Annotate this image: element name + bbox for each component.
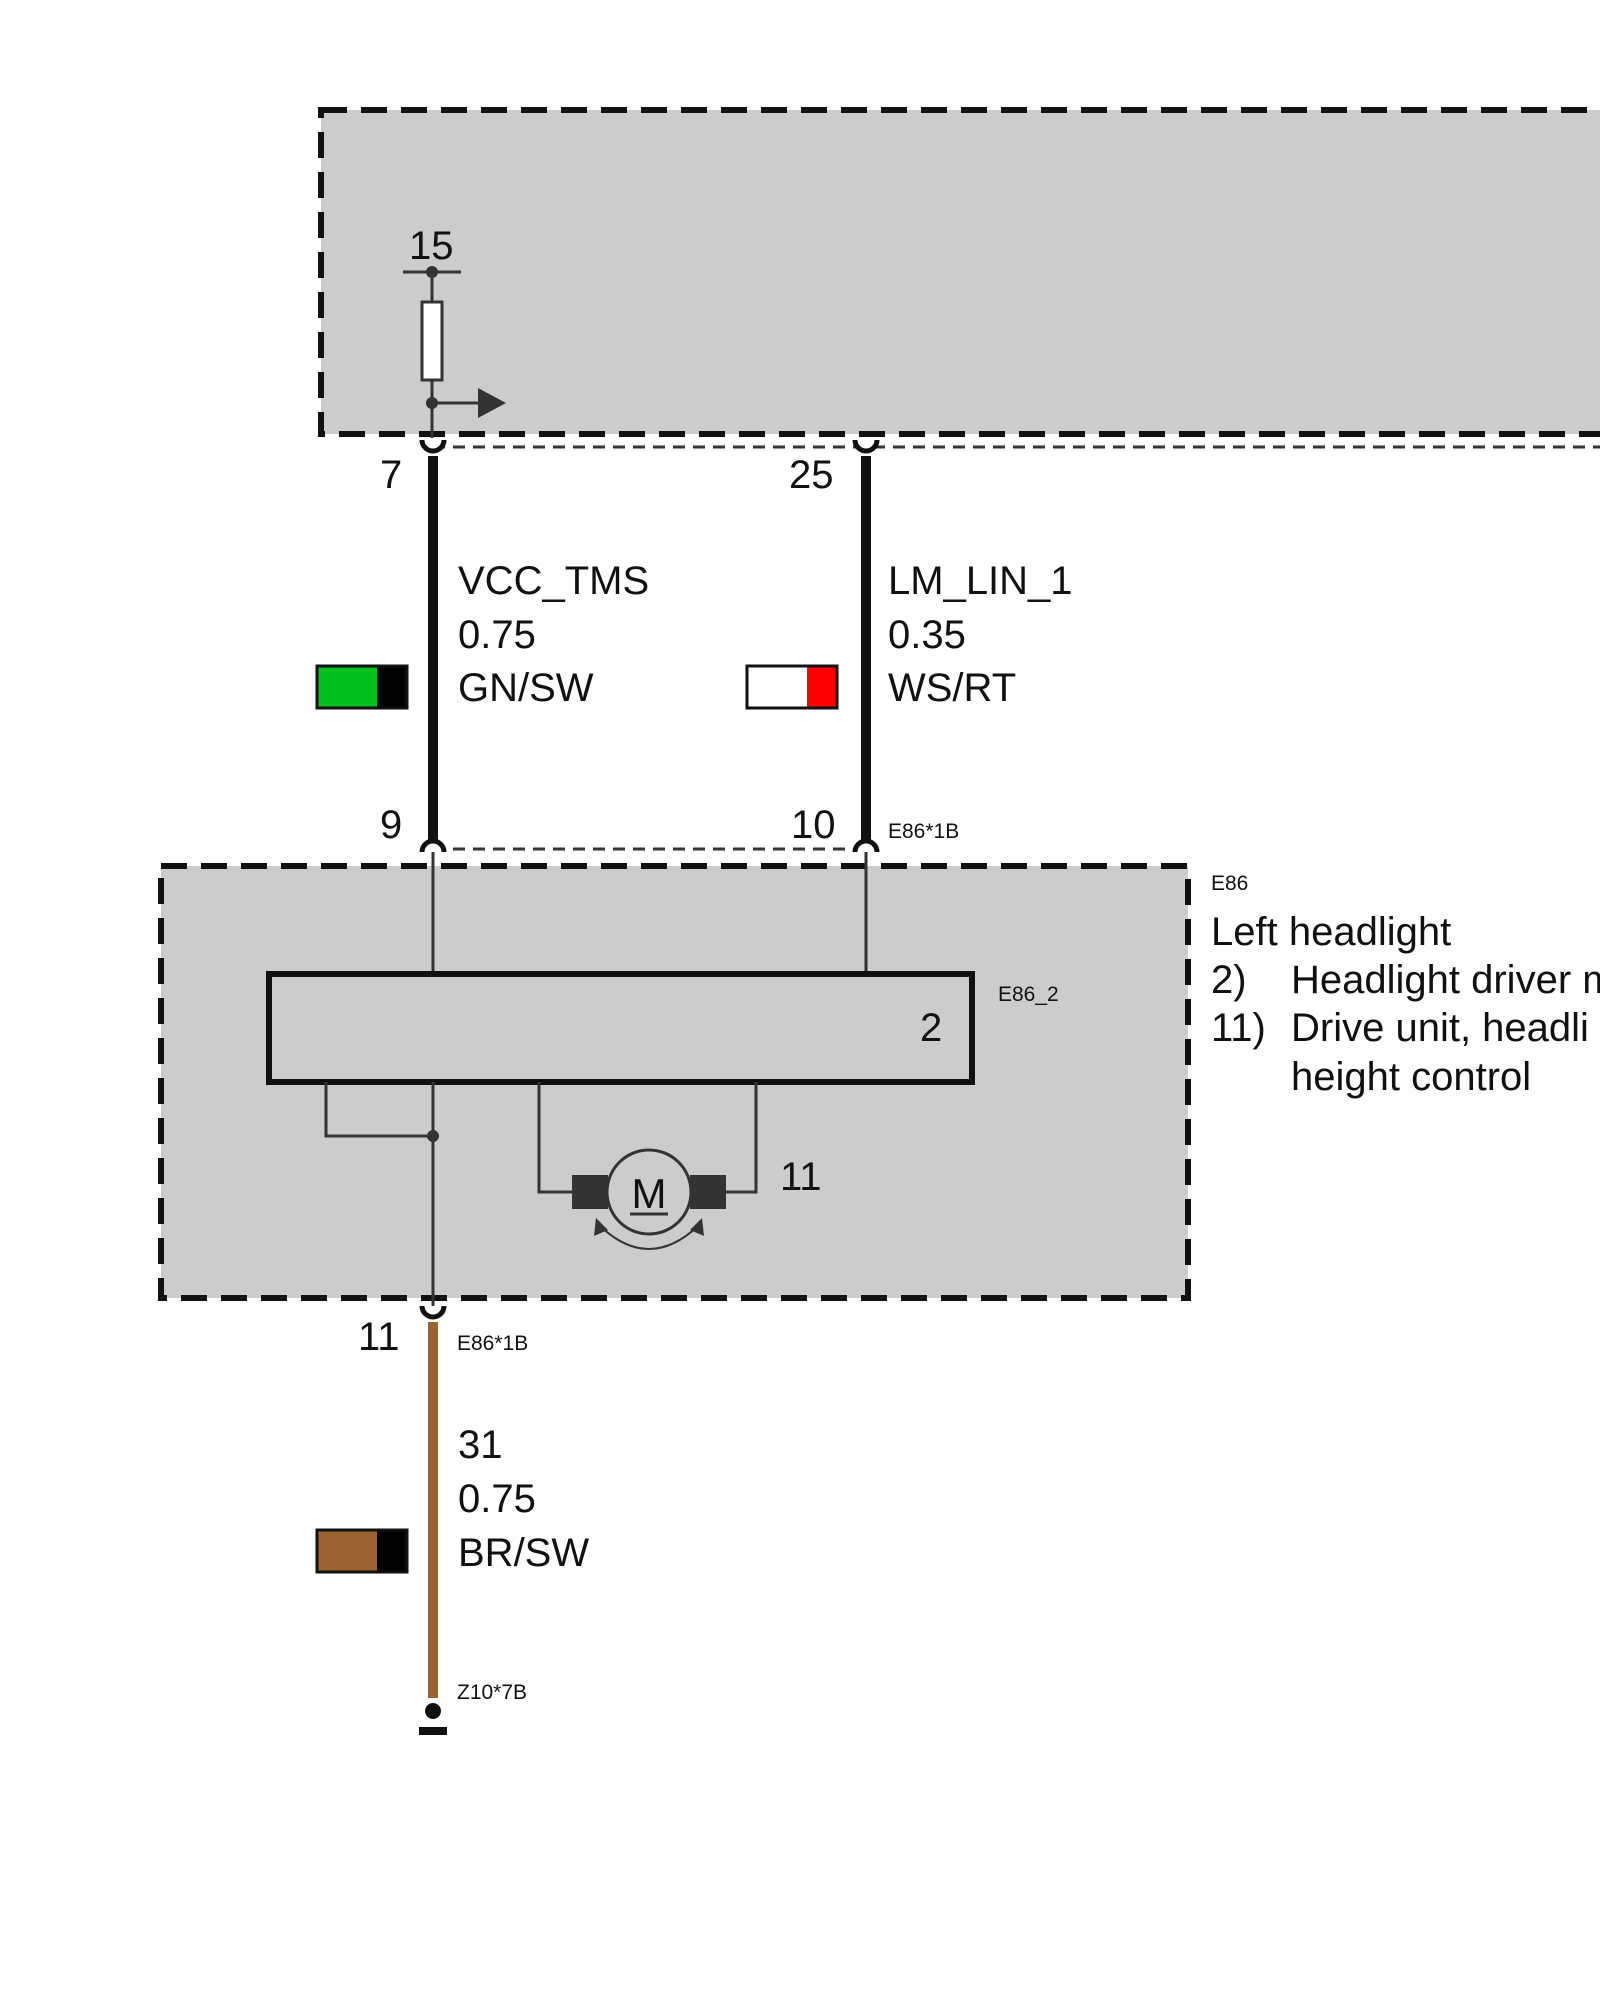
legend-item-text: Drive unit, headli (1291, 1006, 1589, 1050)
wire-signal-name: VCC_TMS (458, 559, 649, 603)
ground-bar (419, 1727, 447, 1735)
driver-module-number: 2 (920, 1006, 942, 1050)
wire-signal-name: LM_LIN_1 (888, 559, 1073, 603)
ground-internal-line (324, 1082, 433, 1138)
signal-arrow-icon (478, 388, 506, 418)
wire-color-code: WS/RT (888, 666, 1016, 710)
resistor-symbol (420, 300, 444, 382)
wire-color-swatch (315, 664, 409, 710)
legend: Left headlight 2) Headlight driver m 11)… (1211, 910, 1600, 1099)
wire-lm-lin-1: 25 10 LM_LIN_1 0.35 WS/RT E86*1B (745, 439, 1073, 853)
motor-lead-right (724, 1082, 758, 1194)
motor-icon: M (572, 1148, 726, 1250)
headlight-assembly: 2 E86_2 M 11 E86 (158, 847, 1248, 1308)
pin-socket-11 (419, 1305, 447, 1320)
wire-color-swatch (745, 664, 839, 710)
pin-socket-9 (419, 838, 447, 853)
driver-module-code: E86_2 (998, 983, 1059, 1006)
legend-item-num: 2) (1211, 958, 1247, 1002)
pin-label-11: 11 (358, 1315, 400, 1359)
ground-terminal-icon (425, 1703, 441, 1719)
pin-label-25: 25 (789, 453, 834, 497)
pin-label-9: 9 (380, 803, 402, 847)
connector-label-ground: Z10*7B (457, 1681, 527, 1704)
pin-socket-7 (419, 439, 447, 454)
connector-label-top: E86*1B (888, 820, 959, 843)
motor-number: 11 (780, 1155, 822, 1199)
wire-color-swatch (315, 1528, 409, 1574)
legend-item-num: 11) (1211, 1006, 1266, 1050)
wire-cross-section: 0.35 (888, 613, 966, 657)
wire-cross-section: 0.75 (458, 1477, 536, 1521)
legend-title: Left headlight (1211, 910, 1451, 954)
legend-item-text: Headlight driver m (1291, 958, 1600, 1002)
wire-cross-section: 0.75 (458, 613, 536, 657)
pin-label-10: 10 (791, 803, 836, 847)
wire-ground-31: 11 E86*1B 31 0.75 BR/SW Z10*7B (315, 1305, 589, 1735)
pin-socket-25 (852, 439, 880, 454)
pin-label-7: 7 (380, 453, 402, 497)
control-unit: 15 (318, 107, 1600, 449)
ground-node (427, 1130, 439, 1142)
wire-color-code: GN/SW (458, 666, 594, 710)
pin-socket-10 (852, 838, 880, 853)
supply-pin-label: 15 (409, 224, 454, 268)
motor-lead-left (537, 1082, 574, 1194)
control-unit-box (318, 107, 1600, 437)
wire-vcc-tms: 7 9 VCC_TMS 0.75 GN/SW (315, 439, 649, 853)
wire-color-code: BR/SW (458, 1531, 589, 1575)
wire-signal-name: 31 (458, 1423, 503, 1467)
svg-text:M: M (632, 1170, 667, 1217)
legend-item-text: height control (1291, 1055, 1531, 1099)
component-code: E86 (1211, 872, 1248, 895)
driver-module (266, 971, 975, 1085)
connector-label-bottom: E86*1B (457, 1332, 528, 1355)
